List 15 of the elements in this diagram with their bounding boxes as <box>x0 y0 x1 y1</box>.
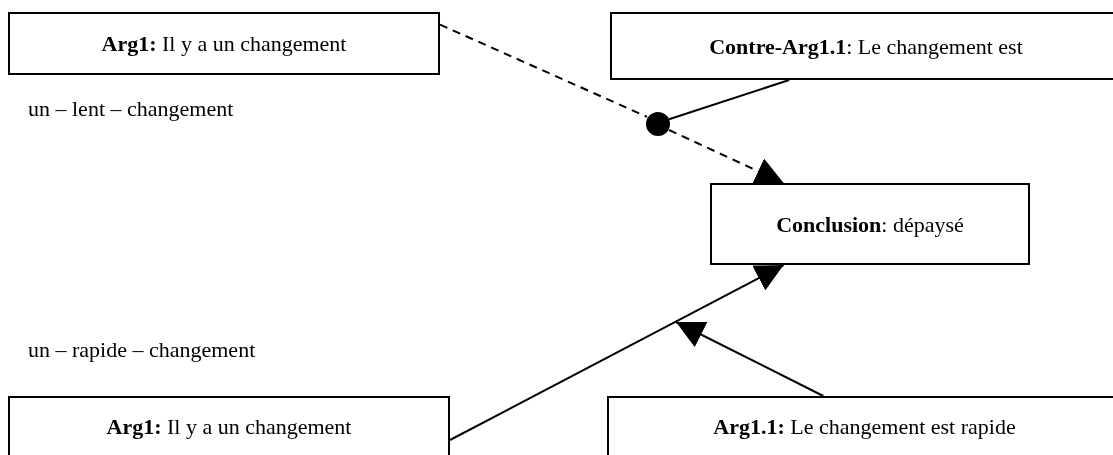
annotation-text: un – lent – changement <box>28 95 234 123</box>
argument-text: Arg1: Il y a un changement <box>106 413 352 441</box>
argument-text: Arg1.1: Le changement est rapide <box>713 413 1016 441</box>
argument-text: Contre-Arg1.1: Le changement est <box>709 32 1023 61</box>
argument-box <box>8 396 450 455</box>
arrow <box>668 129 785 184</box>
argument-box <box>607 396 1113 455</box>
arrow <box>675 321 825 397</box>
argument-box <box>710 183 1030 265</box>
argument-box <box>8 12 440 75</box>
argument-text: Conclusion: dépaysé <box>776 210 964 239</box>
argument-text: Arg1: Il y a un changement <box>101 30 347 58</box>
arrow <box>449 264 785 441</box>
annotation-text: un – rapide – changement <box>28 336 256 364</box>
argument-box <box>610 12 1113 80</box>
